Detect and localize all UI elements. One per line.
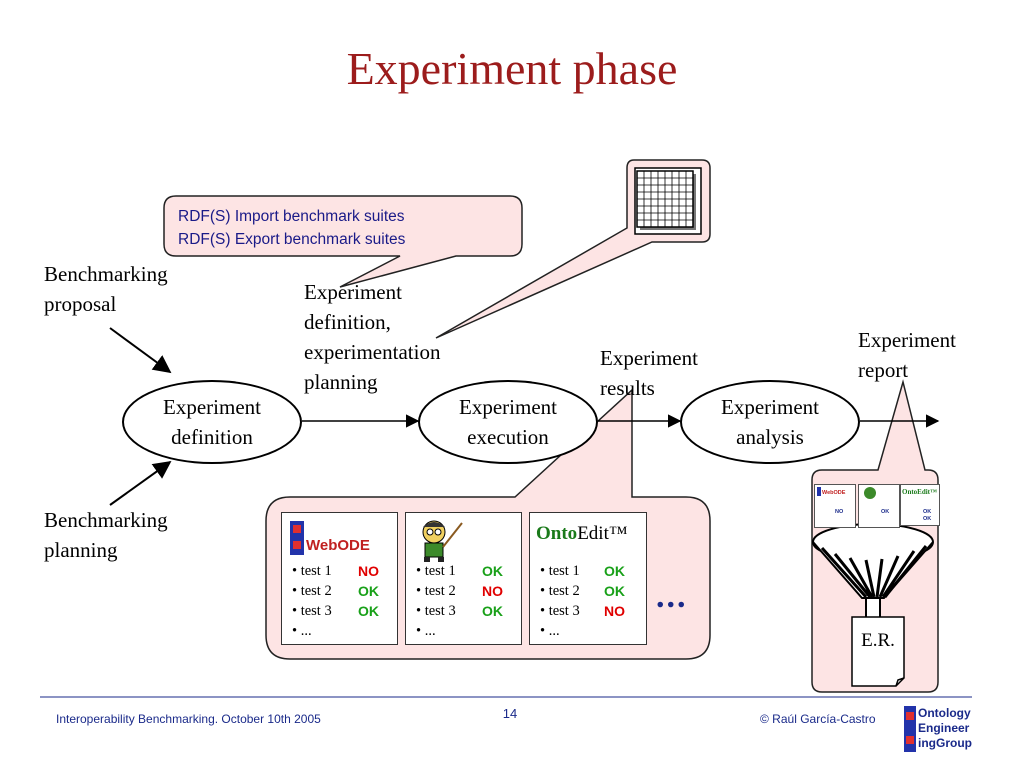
- er-document-label: E.R.: [861, 630, 895, 651]
- test-item: • test 2: [292, 583, 332, 599]
- tool-panel-character: • test 1 • test 2 • test 3 • ... OK NO O…: [405, 512, 522, 645]
- label-line: Experiment: [600, 346, 698, 370]
- planning-arrow: [109, 460, 172, 506]
- mini-label: WebODE: [822, 490, 846, 496]
- page-number: 14: [502, 706, 518, 721]
- label-line: definition,: [304, 310, 391, 334]
- webode-logo-text: WebODE: [306, 537, 370, 554]
- result-badge: OK: [604, 583, 625, 599]
- webode-tests: • test 1 • test 2 • test 3 • ...: [292, 561, 332, 641]
- logo-line: ingGroup: [918, 736, 972, 750]
- grid-lines: [637, 171, 693, 227]
- test-item: • ...: [416, 623, 436, 639]
- label-line: planning: [304, 370, 378, 394]
- result-badge: OK: [604, 563, 625, 579]
- mini-label: OntoEdit™: [902, 488, 938, 496]
- label-line: Benchmarking: [44, 508, 168, 532]
- more-ellipsis: ...: [656, 578, 688, 615]
- test-item: • test 1: [540, 563, 580, 579]
- test-item: • test 1: [416, 563, 456, 579]
- result-badge: OK: [482, 603, 503, 619]
- webode-logo-icon: [290, 521, 304, 555]
- tool-panel-ontoedit: OntoEdit™ • test 1 • test 2 • test 3 • .…: [529, 512, 647, 645]
- logo-line: Engineer: [918, 721, 970, 735]
- logo-line: Ontology: [918, 706, 971, 720]
- test-item: • test 1: [292, 563, 332, 579]
- cartoon-teacher-icon: [422, 520, 463, 562]
- label-line: Experiment: [304, 280, 402, 304]
- result-badge: OK: [358, 583, 379, 599]
- label-line: experimentation: [304, 340, 441, 364]
- label-benchmarking-proposal: Benchmarking proposal: [44, 259, 168, 319]
- test-item: • test 2: [540, 583, 580, 599]
- webode-results: NO OK OK: [358, 561, 379, 621]
- oeg-logo-icon: [904, 706, 916, 752]
- tool-panel-webode: WebODE • test 1 • test 2 • test 3 • ... …: [281, 512, 398, 645]
- label-line: results: [600, 376, 655, 400]
- stage-experiment-analysis: Experiment analysis: [680, 380, 860, 464]
- er-document: [851, 616, 905, 687]
- mini-label: OK: [881, 509, 890, 515]
- mini-label: OK: [923, 516, 932, 522]
- result-badge: NO: [358, 563, 379, 579]
- stage-label: Experiment: [721, 395, 819, 419]
- label-line: report: [858, 358, 909, 382]
- mini-label: OK: [923, 509, 932, 515]
- funnel-graphic: [812, 523, 934, 621]
- label-line: proposal: [44, 292, 117, 316]
- ontoedit-logo-part: Onto: [536, 523, 578, 544]
- oeg-logo-text: Ontology Engineer ingGroup: [918, 706, 972, 751]
- result-badge: OK: [482, 563, 503, 579]
- stage-experiment-definition: Experiment definition: [122, 380, 302, 464]
- mini-panel-ontoedit: OntoEdit™ OK OK: [900, 484, 940, 526]
- label-benchmarking-planning: Benchmarking planning: [44, 505, 168, 565]
- test-item: • test 3: [292, 603, 332, 619]
- callout-line-import: RDF(S) Import benchmark suites: [178, 208, 405, 225]
- result-badge: OK: [358, 603, 379, 619]
- stage-experiment-execution: Experiment execution: [418, 380, 598, 464]
- stage-label: definition: [171, 425, 253, 449]
- test-item: • test 3: [540, 603, 580, 619]
- stage-label: execution: [467, 425, 549, 449]
- mini-label: NO: [835, 509, 844, 515]
- mini-panel-webode: WebODE NO: [814, 484, 856, 528]
- benchmark-suites-callout: [163, 195, 523, 288]
- character-results: OK NO OK: [482, 561, 503, 621]
- footer-author: © Raúl García-Castro: [760, 712, 876, 726]
- test-item: • test 2: [416, 583, 456, 599]
- callout-line-export: RDF(S) Export benchmark suites: [178, 231, 406, 248]
- footer-event: Interoperability Benchmarking. October 1…: [56, 712, 321, 726]
- test-item: • test 3: [416, 603, 456, 619]
- stage-label: Experiment: [163, 395, 261, 419]
- label-line: Experiment: [858, 328, 956, 352]
- result-badge: NO: [482, 583, 503, 599]
- character-tests: • test 1 • test 2 • test 3 • ...: [416, 561, 456, 641]
- label-line: planning: [44, 538, 118, 562]
- page-title: Experiment phase: [346, 43, 678, 94]
- callout-text: RDF(S) Import benchmark suites RDF(S) Ex…: [178, 205, 405, 251]
- proposal-arrow: [109, 327, 172, 374]
- result-badge: NO: [604, 603, 625, 619]
- stage-label: analysis: [736, 425, 804, 449]
- label-line: Benchmarking: [44, 262, 168, 286]
- label-experiment-results: Experiment results: [600, 343, 698, 403]
- ontoedit-tests: • test 1 • test 2 • test 3 • ...: [540, 561, 580, 641]
- test-item: • ...: [540, 623, 560, 639]
- ontoedit-logo-part: Edit™: [577, 523, 628, 544]
- ontoedit-logo: OntoEdit™: [536, 523, 627, 545]
- mini-panel-character: OK: [858, 484, 900, 528]
- stage-label: Experiment: [459, 395, 557, 419]
- test-item: • ...: [292, 623, 312, 639]
- label-experiment-report: Experiment report: [858, 325, 956, 385]
- label-definition-planning: Experiment definition, experimentation p…: [304, 277, 440, 397]
- ontoedit-results: OK OK NO: [604, 561, 625, 621]
